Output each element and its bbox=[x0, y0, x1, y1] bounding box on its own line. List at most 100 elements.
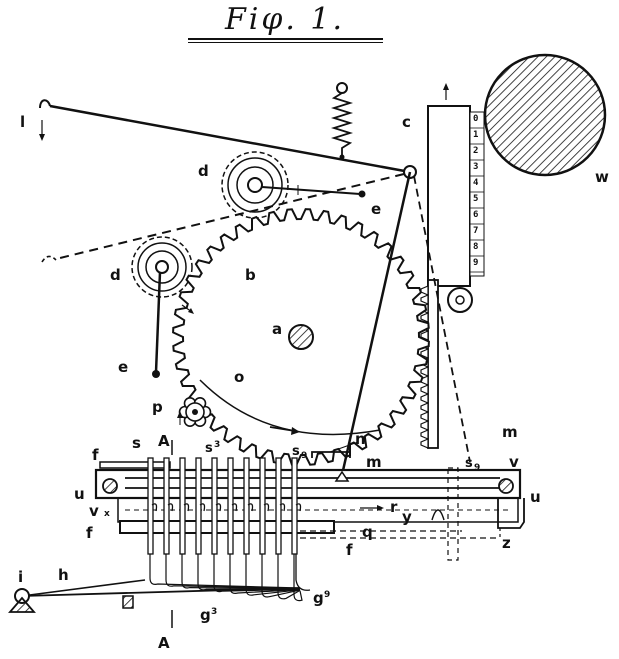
key-pin bbox=[211, 457, 218, 555]
pinion-arrow-head bbox=[177, 411, 183, 418]
roller-v-left bbox=[102, 478, 118, 494]
rack-tooth bbox=[420, 411, 429, 422]
label-e-lower: e bbox=[118, 358, 128, 376]
title-underline bbox=[188, 38, 383, 40]
key-hook-tip bbox=[247, 503, 254, 512]
scale-digit: 5 bbox=[473, 194, 478, 204]
wheel-d-lower-hub bbox=[155, 260, 169, 274]
scale-digit: 8 bbox=[473, 242, 478, 252]
frame-u bbox=[94, 468, 522, 500]
key-hook-tip bbox=[199, 503, 206, 512]
label-r: r bbox=[390, 498, 398, 516]
label-h: h bbox=[58, 566, 69, 584]
hook-wire bbox=[197, 554, 301, 591]
hook-wire bbox=[149, 554, 301, 589]
key-hook-tip bbox=[279, 503, 286, 512]
wheel-d-lower-outer bbox=[131, 236, 193, 298]
label-y: y bbox=[402, 508, 412, 526]
key-s9-dashed bbox=[447, 467, 459, 561]
label-s3: s bbox=[205, 441, 213, 456]
label-v-right: v bbox=[509, 453, 519, 471]
rack-tooth bbox=[420, 294, 429, 305]
label-c: c bbox=[402, 113, 411, 131]
hook-wire bbox=[181, 554, 301, 590]
scale-strip bbox=[469, 111, 485, 277]
label-s9-right-sub: 9 bbox=[474, 463, 480, 473]
scale-digit: 9 bbox=[473, 258, 478, 268]
label-z: z bbox=[502, 534, 511, 552]
label-x: x bbox=[104, 509, 110, 519]
lever-l bbox=[49, 104, 411, 174]
gear-rotation-arrow bbox=[269, 426, 296, 432]
label-s9-mid: s bbox=[292, 444, 300, 459]
label-f-right: f bbox=[346, 541, 353, 559]
rack-tooth bbox=[420, 312, 429, 323]
rack-tooth bbox=[420, 366, 429, 377]
label-s9-mid-sub: 9 bbox=[301, 451, 307, 461]
label-s9-right: s bbox=[465, 456, 473, 471]
key-hook-tip bbox=[263, 503, 270, 512]
key-pin bbox=[243, 457, 250, 555]
label-b: b bbox=[245, 266, 256, 284]
dashed-link bbox=[413, 175, 471, 463]
arm-e-upper-end bbox=[358, 190, 366, 198]
label-n: n bbox=[355, 430, 366, 448]
arrow-r-head bbox=[377, 505, 384, 511]
stop-block bbox=[122, 595, 134, 609]
rack-bar-c bbox=[427, 105, 471, 287]
label-s: s bbox=[132, 434, 141, 452]
lever-arrow-head bbox=[39, 134, 45, 141]
hook-wire bbox=[229, 554, 301, 594]
label-g3-sub: 3 bbox=[211, 607, 217, 617]
hook-wire bbox=[165, 554, 301, 589]
figure-title: Fiφ. 1. bbox=[224, 2, 346, 37]
plate-f-upper bbox=[99, 461, 171, 469]
key-pin bbox=[259, 457, 266, 555]
hook-wire bbox=[261, 554, 301, 598]
rack-tooth bbox=[420, 420, 429, 431]
lever-h bbox=[21, 587, 301, 597]
arm-e-lower-end bbox=[152, 370, 160, 378]
label-a: a bbox=[272, 320, 282, 338]
key-pin bbox=[275, 457, 282, 555]
wheel-d-upper-ring bbox=[227, 157, 283, 213]
key-hook-tip bbox=[183, 503, 190, 512]
label-g9: g bbox=[313, 589, 324, 607]
lever-dashed-hook bbox=[41, 255, 57, 263]
scale-digit: 6 bbox=[473, 210, 478, 220]
slider-mark bbox=[334, 470, 350, 482]
hook-wire-end bbox=[295, 554, 311, 591]
label-d-upper: d bbox=[198, 162, 209, 180]
catch bbox=[431, 509, 445, 521]
arm-e-lower bbox=[154, 271, 162, 373]
label-g9-sub: 9 bbox=[324, 590, 330, 600]
label-e-upper: e bbox=[371, 200, 381, 218]
rack-teeth-strip bbox=[427, 279, 439, 449]
key-hook-tip bbox=[215, 503, 222, 512]
label-l: l bbox=[20, 113, 25, 131]
wheel-d-upper-hub bbox=[247, 177, 263, 193]
gear-inner-arc-o bbox=[199, 379, 381, 436]
label-m-right: m bbox=[502, 423, 518, 441]
label-a-bottom: A bbox=[158, 634, 170, 652]
shaft-a bbox=[288, 324, 314, 350]
label-s3-sub: 3 bbox=[214, 440, 220, 450]
key-pin bbox=[147, 457, 154, 555]
rack-tooth bbox=[420, 393, 429, 404]
label-v-left: v bbox=[89, 502, 99, 520]
scale-digit: 0 bbox=[473, 114, 478, 124]
label-m-mid: m bbox=[366, 453, 382, 471]
scale-digit: 1 bbox=[473, 130, 478, 140]
lever-hook bbox=[39, 99, 51, 109]
key-pin bbox=[163, 457, 170, 555]
scale-digit: 2 bbox=[473, 146, 478, 156]
key-hook-tip bbox=[295, 503, 302, 512]
arm-e-upper bbox=[261, 186, 361, 195]
rack-up-arrow-head bbox=[443, 83, 449, 90]
pinion-hub bbox=[192, 409, 198, 415]
scale-digit: 3 bbox=[473, 162, 478, 172]
label-u-left: u bbox=[74, 485, 85, 503]
label-w: w bbox=[595, 168, 609, 186]
rack-tooth bbox=[420, 438, 429, 449]
